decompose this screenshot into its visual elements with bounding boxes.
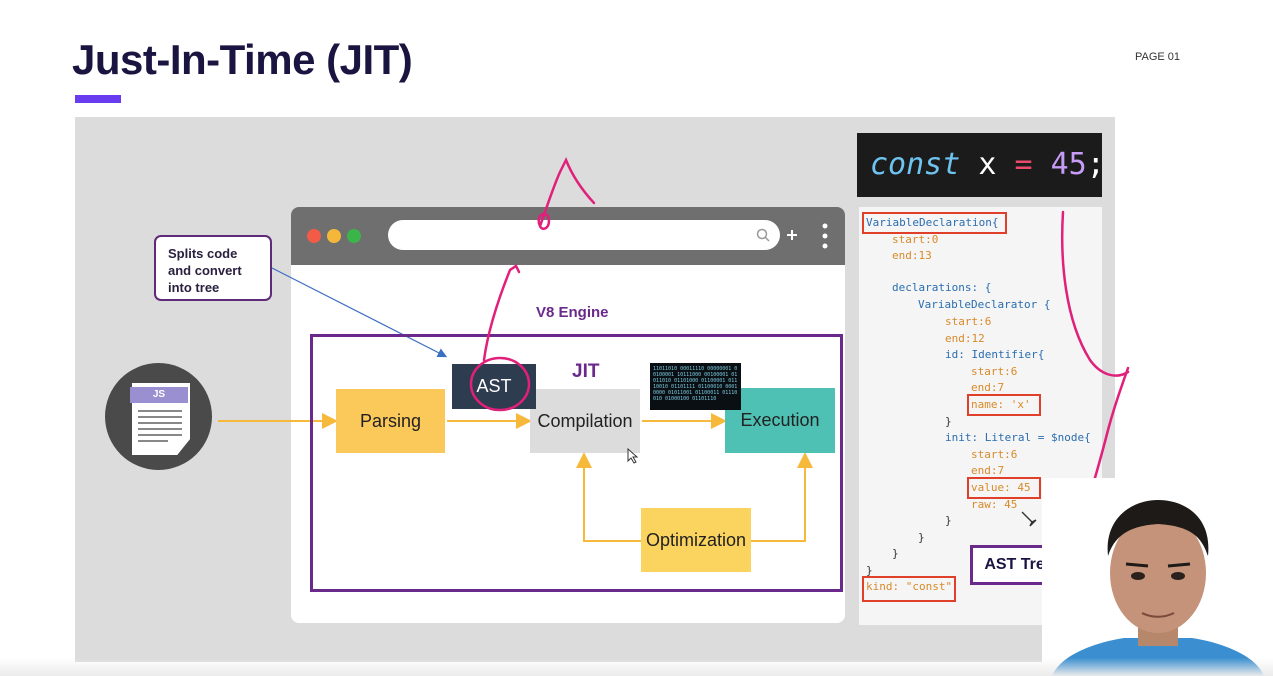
- bottom-fade: [0, 658, 1273, 676]
- code-line: end:12: [945, 332, 985, 345]
- code-line: }: [892, 547, 899, 560]
- highlight-box: [862, 576, 956, 602]
- variable-name: x: [978, 147, 997, 182]
- presenter-avatar: [1042, 478, 1273, 676]
- pen-cursor-icon: [1021, 511, 1037, 527]
- plus-icon: [787, 230, 797, 240]
- page-title: Just-In-Time (JIT): [72, 36, 413, 83]
- code-line: }: [918, 531, 925, 544]
- code-line: }: [945, 415, 952, 428]
- number-literal: 45: [1050, 147, 1087, 182]
- code-line: id: Identifier{: [945, 348, 1045, 361]
- mouse-cursor-icon: [627, 448, 639, 464]
- code-line: value: 45: [971, 481, 1031, 494]
- highlight-box: [967, 394, 1041, 416]
- code-line: VariableDeclarator {: [918, 298, 1051, 311]
- code-line: }: [945, 514, 952, 527]
- address-bar: [388, 220, 780, 250]
- jit-label: JIT: [572, 361, 600, 382]
- minimize-dot-icon: [327, 229, 341, 243]
- code-line: end:7: [971, 464, 1005, 477]
- code-line: declarations: {: [892, 281, 992, 294]
- assign-operator: =: [1014, 147, 1033, 182]
- code-line: start:0: [892, 233, 939, 246]
- close-dot-icon: [307, 229, 321, 243]
- js-label: JS: [130, 387, 188, 403]
- ast-box: AST: [452, 364, 536, 409]
- code-line: raw: 45: [971, 498, 1018, 511]
- code-line: name: 'x': [971, 398, 1031, 411]
- code-line: start:6: [945, 315, 992, 328]
- jit-frame: [310, 334, 843, 592]
- maximize-dot-icon: [347, 229, 361, 243]
- code-line: end:7: [971, 381, 1005, 394]
- code-line: init: Literal = $node{: [945, 431, 1091, 444]
- parsing-callout: Splits code and convert into tree: [154, 235, 272, 301]
- code-line: start:6: [971, 448, 1018, 461]
- browser-toolbar: [291, 207, 845, 265]
- parsing-stage: Parsing: [336, 389, 445, 453]
- code-line: start:6: [971, 365, 1018, 378]
- const-keyword: const: [870, 147, 961, 182]
- code-line: end:13: [892, 249, 932, 262]
- source-code-snippet: const x = 45;: [857, 133, 1105, 197]
- kebab-menu-icon: [822, 223, 828, 249]
- engine-label: V8 Engine: [536, 304, 609, 321]
- js-file-icon: JS: [105, 363, 212, 470]
- semicolon: ;: [1086, 147, 1105, 182]
- code-line: }: [866, 564, 873, 577]
- execution-stage: Execution: [725, 388, 835, 453]
- machine-code-box: 11011010 00011110 00000001 00100001 1011…: [650, 363, 741, 410]
- webcam-overlay: [1042, 478, 1273, 676]
- page-number: PAGE 01: [1135, 51, 1181, 63]
- highlight-box: [967, 477, 1041, 499]
- code-line: VariableDeclaration{: [866, 216, 999, 229]
- optimization-stage: Optimization: [641, 508, 751, 572]
- code-line: kind: "const": [866, 580, 953, 593]
- search-icon: [756, 228, 770, 242]
- highlight-box: [862, 212, 1007, 234]
- compilation-stage: Compilation: [530, 389, 640, 453]
- title-underline: [75, 95, 121, 103]
